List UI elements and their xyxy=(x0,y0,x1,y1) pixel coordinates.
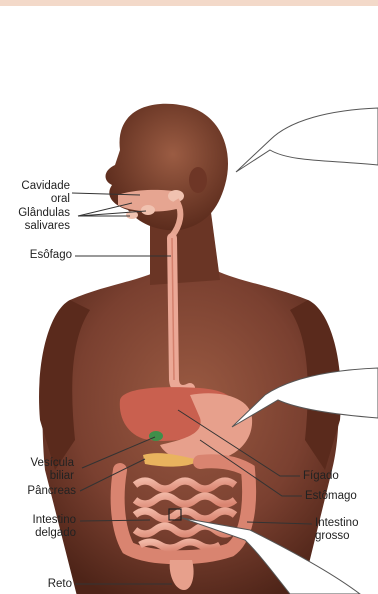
label-intestino-delgado: Intestino delgado xyxy=(10,514,76,540)
label-estomago: Estômago xyxy=(305,490,357,503)
ear xyxy=(189,167,207,193)
label-figado: Fígado xyxy=(303,470,339,483)
label-cavidade-oral: Cavidade oral xyxy=(8,180,70,206)
label-pancreas: Pâncreas xyxy=(10,485,76,498)
label-esofago: Esôfago xyxy=(8,249,72,262)
callout-top xyxy=(236,108,378,172)
gallbladder xyxy=(149,431,163,441)
label-intestino-grosso: Intestino grosso xyxy=(315,517,358,543)
label-reto: Reto xyxy=(10,578,72,591)
salivary-gland-2 xyxy=(141,205,155,215)
head xyxy=(106,104,228,231)
label-vesicula-biliar: Vesícula biliar xyxy=(10,457,74,483)
label-glandulas-salivares: Glândulas salivares xyxy=(6,207,70,233)
